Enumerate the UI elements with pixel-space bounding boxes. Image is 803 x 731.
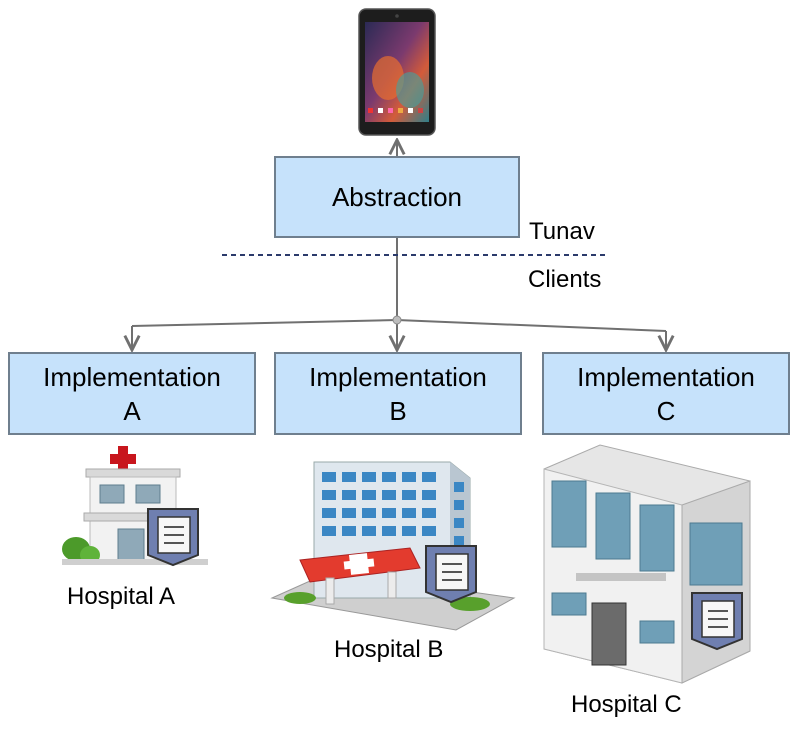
hospital-building-icon (270, 461, 516, 631)
implementation-b-title: Implementation (309, 361, 487, 392)
hospital-a-label: Hospital A (67, 583, 176, 610)
implementation-c-box: Implementation C (542, 352, 790, 435)
abstraction-box: Abstraction (274, 156, 520, 238)
implementation-b-letter: B (389, 395, 407, 426)
clients-label: Clients (528, 266, 602, 293)
implementation-c-title: Implementation (577, 361, 755, 392)
hospital-b-label: Hospital B (334, 636, 444, 663)
arrow-to-impl-c (396, 319, 667, 332)
tablet-device-icon (358, 8, 436, 136)
hospital-c-label: Hospital C (571, 691, 682, 718)
tunav-label: Tunav (529, 218, 595, 245)
arrow-to-impl-a (131, 319, 398, 327)
large-hospital-building-icon (543, 444, 751, 684)
implementation-b-box: Implementation B (274, 352, 522, 435)
implementation-a-box: Implementation A (8, 352, 256, 435)
abstraction-label: Abstraction (331, 182, 463, 212)
small-hospital-icon (62, 446, 208, 567)
implementation-a-title: Implementation (43, 361, 221, 392)
implementation-a-letter: A (123, 395, 141, 426)
junction-dot (392, 315, 402, 325)
implementation-c-letter: C (656, 395, 676, 426)
